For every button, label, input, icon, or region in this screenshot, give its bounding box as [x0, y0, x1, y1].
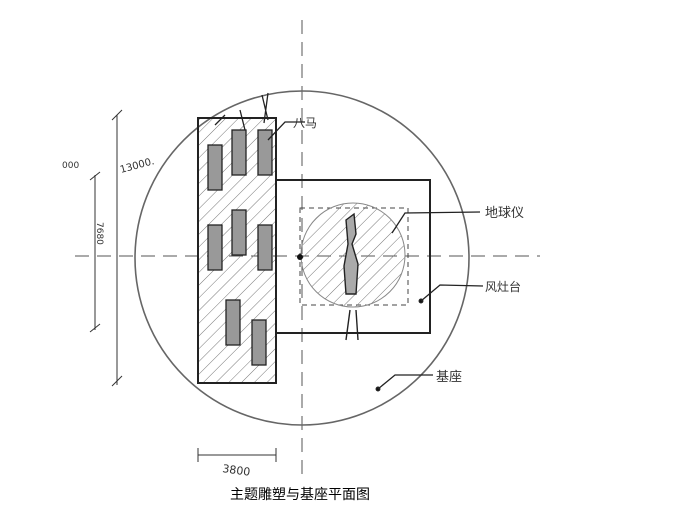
label-horses: 八马 [293, 116, 317, 130]
leader-lines [267, 121, 484, 392]
label-platform: 风灶台 [485, 279, 521, 294]
base-circle [134, 90, 470, 426]
dimension-lines [89, 109, 277, 462]
drawing-caption: 主题雕塑与基座平面图 [230, 487, 370, 503]
dim-diameter: 13000. [119, 156, 156, 176]
dim-platform-length: 7680 [94, 222, 104, 245]
dim-outer-partial: 000 [62, 161, 79, 171]
platform-square [275, 179, 431, 334]
label-globe: 地球仪 [485, 206, 524, 221]
dim-horse-width: 3800 [222, 462, 252, 479]
label-base: 基座 [436, 370, 462, 385]
horse-figures [207, 92, 273, 366]
central-figure [343, 212, 359, 341]
